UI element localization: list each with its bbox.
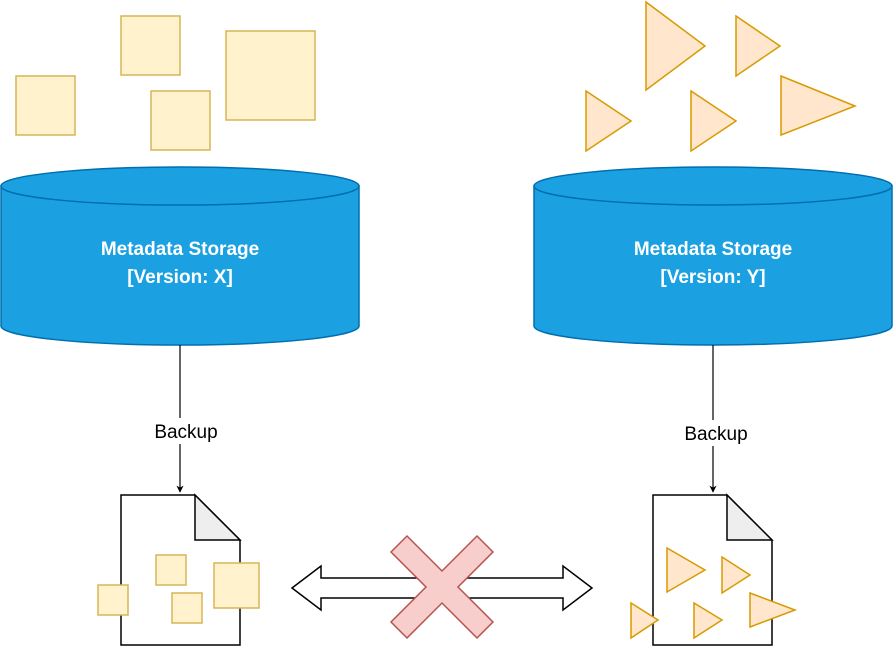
- right-metadata-triangles: [585, 0, 858, 153]
- database-version: [Version: Y]: [660, 267, 765, 288]
- metadata-square: [213, 562, 260, 609]
- edge-label-background: [140, 418, 220, 444]
- metadata-triangle: [690, 89, 738, 153]
- document-fold-corner: [726, 493, 774, 541]
- database-cylinder-body: [533, 185, 893, 346]
- metadata-square: [171, 592, 203, 624]
- right-backup-edge: Backup: [673, 345, 753, 493]
- right-backup-file: [630, 493, 798, 646]
- backup-edge-label: Backup: [684, 424, 747, 445]
- metadata-square: [155, 554, 187, 586]
- left-metadata-squares: [15, 15, 316, 151]
- metadata-triangle: [693, 601, 724, 640]
- metadata-square: [97, 584, 129, 616]
- restore-incompatibility: [290, 534, 594, 640]
- left-backup-file: [97, 493, 260, 646]
- database-title: Metadata Storage: [101, 239, 259, 260]
- document-fold-corner: [194, 493, 242, 541]
- metadata-square: [15, 75, 76, 136]
- database-cylinder-top: [0, 166, 360, 206]
- metadata-triangle: [645, 0, 707, 92]
- edge-label-background: [673, 420, 753, 446]
- metadata-triangle: [780, 74, 858, 137]
- metadata-triangle: [721, 555, 752, 595]
- metadata-square: [225, 30, 316, 121]
- database-cylinder-body: [0, 185, 360, 346]
- metadata-triangle: [630, 601, 660, 640]
- cross-mark-icon: [389, 534, 495, 640]
- metadata-square: [120, 15, 181, 76]
- left-backup-edge: Backup: [140, 345, 220, 493]
- metadata-triangle: [585, 89, 633, 153]
- left-metadata-storage-database: Metadata Storage [Version: X]: [0, 166, 360, 346]
- backup-edge-label: Backup: [154, 422, 217, 443]
- database-version: [Version: X]: [127, 267, 233, 288]
- database-cylinder-top: [533, 166, 893, 206]
- metadata-square: [150, 90, 211, 151]
- database-title: Metadata Storage: [634, 239, 792, 260]
- right-metadata-storage-database: Metadata Storage [Version: Y]: [533, 166, 893, 346]
- metadata-triangle: [666, 546, 707, 594]
- metadata-triangle: [749, 591, 798, 629]
- metadata-triangle: [735, 14, 782, 78]
